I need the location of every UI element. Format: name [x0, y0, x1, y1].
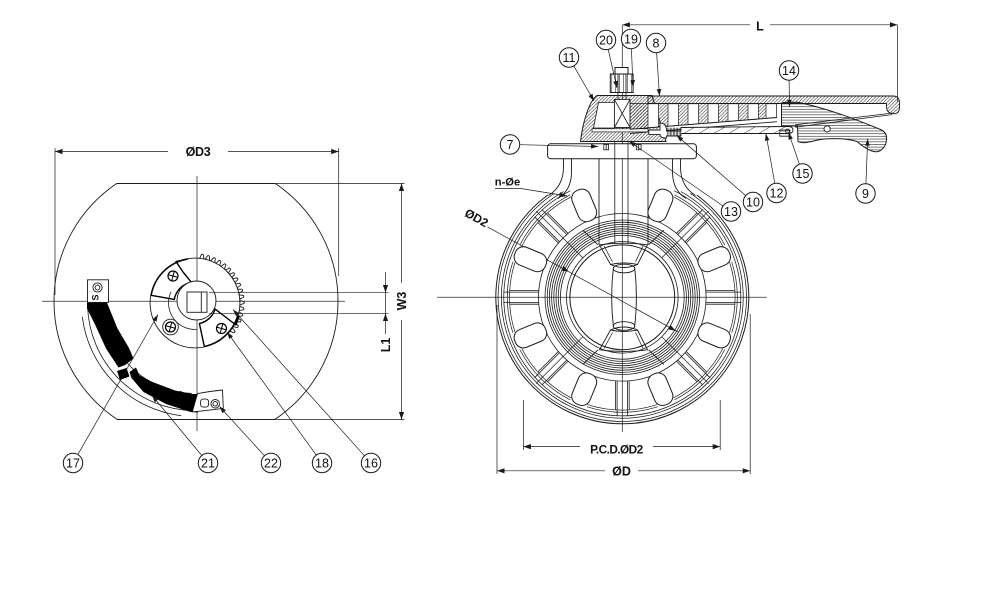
svg-text:13: 13: [724, 205, 738, 219]
svg-text:19: 19: [624, 32, 638, 46]
svg-text:7: 7: [507, 138, 514, 152]
svg-text:10: 10: [746, 195, 760, 209]
svg-text:W3: W3: [395, 292, 409, 311]
svg-text:n-Øe: n-Øe: [495, 177, 520, 189]
svg-text:11: 11: [563, 51, 576, 65]
svg-text:22: 22: [264, 456, 278, 470]
svg-text:ØD3: ØD3: [186, 145, 211, 159]
svg-text:14: 14: [782, 64, 796, 78]
svg-text:8: 8: [653, 36, 660, 50]
svg-text:L1: L1: [379, 338, 393, 353]
svg-text:16: 16: [364, 456, 378, 470]
svg-text:P.C.D.ØD2: P.C.D.ØD2: [590, 443, 644, 457]
svg-text:21: 21: [201, 456, 215, 470]
svg-text:12: 12: [770, 186, 784, 200]
svg-text:18: 18: [315, 456, 329, 470]
svg-text:15: 15: [796, 167, 810, 181]
svg-text:9: 9: [862, 187, 869, 201]
svg-text:20: 20: [599, 33, 613, 47]
svg-text:L: L: [756, 20, 764, 34]
svg-text:ØD: ØD: [612, 464, 631, 478]
svg-text:S: S: [91, 294, 101, 300]
svg-text:17: 17: [66, 456, 80, 470]
